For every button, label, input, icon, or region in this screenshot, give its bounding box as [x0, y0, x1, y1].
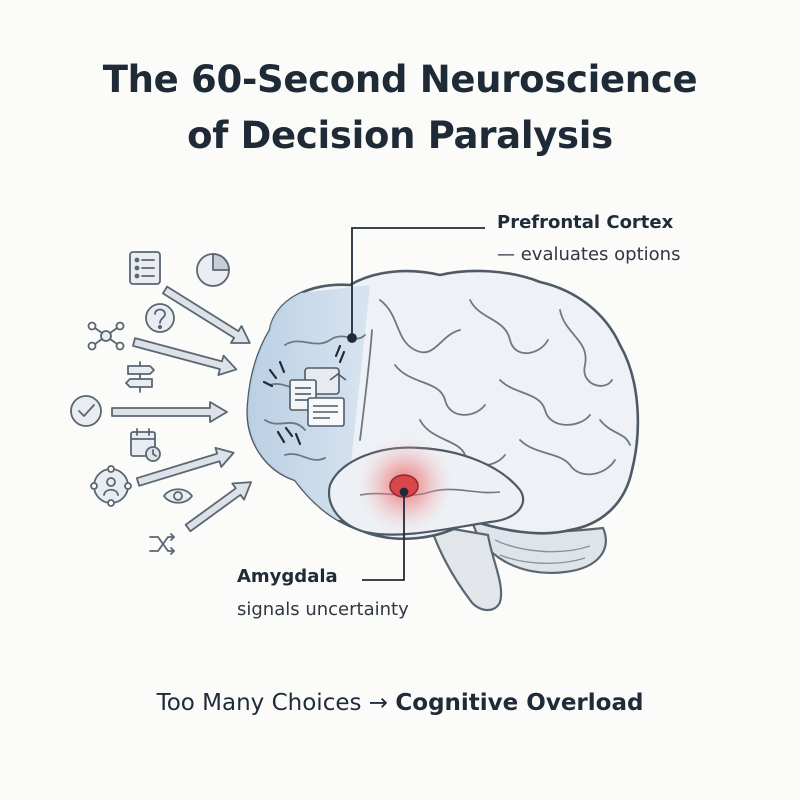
prefrontal-cortex-label: Prefrontal Cortex — [497, 212, 674, 233]
shuffle-icon — [149, 533, 175, 555]
tagline-arrow: → — [368, 690, 389, 716]
tagline-emphasis: Cognitive Overload — [395, 690, 644, 716]
people-network-icon — [90, 465, 132, 507]
tagline-prefix: Too Many Choices — [156, 690, 362, 716]
signpost-icon — [125, 361, 155, 393]
arrow-2 — [132, 337, 238, 376]
question-icon — [145, 303, 175, 333]
amygdala-label: Amygdala — [237, 566, 338, 587]
brainstem — [428, 523, 503, 612]
title-line-2: of Decision Paralysis — [187, 114, 613, 157]
checkmark-icon — [70, 395, 102, 427]
checklist-icon — [129, 251, 161, 285]
arrow-1 — [161, 285, 251, 344]
arrow-3 — [111, 401, 228, 423]
prefrontal-cortex-description: — evaluates options — [497, 244, 681, 265]
arrow-4 — [135, 446, 235, 487]
overload-documents-icon — [289, 367, 347, 427]
arrow-5 — [184, 481, 253, 533]
amygdala-description: signals uncertainty — [237, 599, 409, 620]
input-arrows — [111, 285, 253, 533]
network-icon — [87, 321, 125, 351]
amygdala-leader-line — [362, 487, 409, 581]
amygdala-region — [357, 437, 453, 533]
title-line-1: The 60-Second Neuroscience — [102, 58, 698, 101]
prefrontal-leader-line — [347, 227, 485, 343]
pie-chart-icon — [196, 253, 230, 287]
calendar-clock-icon — [130, 428, 161, 462]
tagline: Too Many Choices → Cognitive Overload — [0, 690, 800, 716]
page-title: The 60-Second Neuroscience of Decision P… — [0, 52, 800, 164]
stress-marks — [262, 344, 346, 446]
eye-icon — [163, 488, 193, 504]
